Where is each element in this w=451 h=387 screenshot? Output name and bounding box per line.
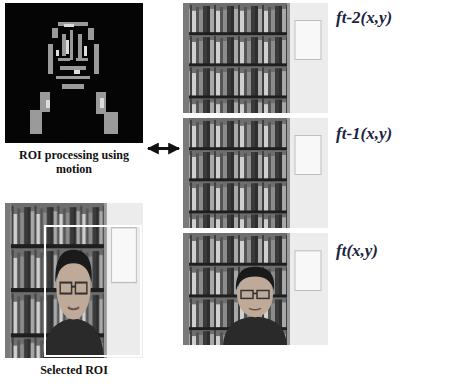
image-panel: Selected ROI [5, 203, 143, 380]
frame-label: ft-1(x,y) [336, 124, 392, 144]
image-panel: ft-2(x,y) [183, 3, 396, 113]
image-caption: Selected ROI [5, 363, 143, 377]
image-panel: ROI processing using motion [5, 3, 143, 179]
image-panel: ft(x,y) [183, 233, 382, 345]
image-panel: ft-1(x,y) [183, 118, 396, 228]
double-arrow [148, 147, 179, 150]
image-caption: ROI processing using motion [5, 148, 143, 176]
frame-label: ft-2(x,y) [336, 8, 392, 28]
frame-label: ft(x,y) [336, 241, 378, 261]
